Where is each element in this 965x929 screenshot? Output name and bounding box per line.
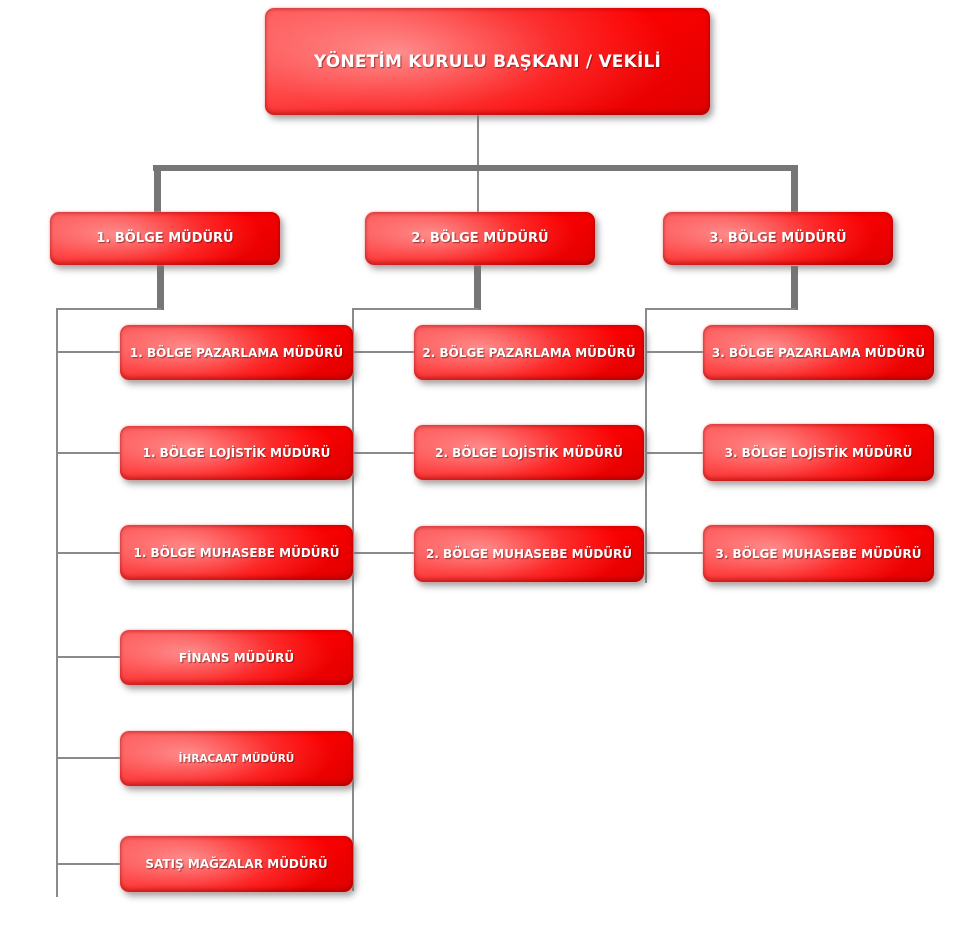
org-node-finance-manager: FİNANS MÜDÜRÜ <box>120 630 353 685</box>
org-node-label: İHRACAAT MÜDÜRÜ <box>178 752 295 765</box>
org-node-label: 2. BÖLGE MÜDÜRÜ <box>411 231 549 246</box>
connector-region3-spine <box>645 308 647 583</box>
connector-region2-stub-2 <box>353 452 414 454</box>
org-node-region2-manager: 2. BÖLGE MÜDÜRÜ <box>365 212 595 265</box>
org-node-label: 1. BÖLGE MUHASEBE MÜDÜRÜ <box>133 545 340 560</box>
org-node-region1-accounting-manager: 1. BÖLGE MUHASEBE MÜDÜRÜ <box>120 525 353 580</box>
connector-root-drop <box>477 115 479 212</box>
org-node-label: YÖNETİM KURULU BAŞKANI / VEKİLİ <box>313 51 662 72</box>
org-node-region3-logistics-manager: 3. BÖLGE LOJİSTİK MÜDÜRÜ <box>703 424 934 481</box>
connector-region1-riser <box>154 165 161 212</box>
org-node-label: 3. BÖLGE MUHASEBE MÜDÜRÜ <box>715 546 922 561</box>
connector-region2-stub-1 <box>353 351 414 353</box>
org-node-label: 1. BÖLGE PAZARLAMA MÜDÜRÜ <box>129 345 344 360</box>
connector-region1-stub-5 <box>57 757 120 759</box>
org-node-region1-manager: 1. BÖLGE MÜDÜRÜ <box>50 212 280 265</box>
org-node-region1-logistics-manager: 1. BÖLGE LOJİSTİK MÜDÜRÜ <box>120 426 353 480</box>
connector-region2-stub-3 <box>353 552 414 554</box>
connector-region1-stub-1 <box>57 351 120 353</box>
org-node-region2-accounting-manager: 2. BÖLGE MUHASEBE MÜDÜRÜ <box>414 526 644 582</box>
connector-region1-stub-4 <box>57 656 120 658</box>
org-node-export-manager: İHRACAAT MÜDÜRÜ <box>120 731 353 786</box>
org-node-region3-manager: 3. BÖLGE MÜDÜRÜ <box>663 212 893 265</box>
org-node-label: FİNANS MÜDÜRÜ <box>178 650 295 665</box>
connector-region1-drop <box>157 265 164 310</box>
connector-region3-stub-2 <box>646 452 703 454</box>
org-node-region2-logistics-manager: 2. BÖLGE LOJİSTİK MÜDÜRÜ <box>414 425 644 480</box>
org-node-label: 2. BÖLGE LOJİSTİK MÜDÜRÜ <box>435 445 623 460</box>
org-node-label: 1. BÖLGE MÜDÜRÜ <box>96 231 234 246</box>
org-node-label: 2. BÖLGE MUHASEBE MÜDÜRÜ <box>425 547 633 561</box>
org-node-label: 2. BÖLGE PAZARLAMA MÜDÜRÜ <box>422 345 636 360</box>
org-node-label: 3. BÖLGE LOJİSTİK MÜDÜRÜ <box>724 445 913 460</box>
org-node-retail-stores-manager: SATIŞ MAĞZALAR MÜDÜRÜ <box>120 836 353 892</box>
connector-region1-elbow <box>56 308 161 310</box>
org-node-label: SATIŞ MAĞZALAR MÜDÜRÜ <box>145 857 328 871</box>
org-node-label: 3. BÖLGE PAZARLAMA MÜDÜRÜ <box>711 345 926 360</box>
org-node-region2-marketing-manager: 2. BÖLGE PAZARLAMA MÜDÜRÜ <box>414 325 644 380</box>
connector-level2-bus <box>153 165 798 171</box>
connector-region3-riser <box>791 165 798 212</box>
connector-region2-elbow <box>352 308 479 310</box>
org-node-label: 1. BÖLGE LOJİSTİK MÜDÜRÜ <box>142 446 331 460</box>
connector-region2-spine <box>352 308 354 891</box>
org-node-region1-marketing-manager: 1. BÖLGE PAZARLAMA MÜDÜRÜ <box>120 325 353 380</box>
connector-region1-stub-2 <box>57 452 120 454</box>
connector-region1-stub-3 <box>57 552 120 554</box>
connector-region3-stub-3 <box>646 552 703 554</box>
org-node-chairman: YÖNETİM KURULU BAŞKANI / VEKİLİ <box>265 8 710 115</box>
org-node-region3-accounting-manager: 3. BÖLGE MUHASEBE MÜDÜRÜ <box>703 525 934 582</box>
connector-region3-drop <box>791 266 798 310</box>
connector-region2-drop <box>474 265 481 310</box>
connector-region3-elbow <box>645 308 796 310</box>
org-node-region3-marketing-manager: 3. BÖLGE PAZARLAMA MÜDÜRÜ <box>703 325 934 380</box>
org-node-label: 3. BÖLGE MÜDÜRÜ <box>709 231 847 246</box>
connector-region1-stub-6 <box>57 863 120 865</box>
connector-region3-stub-1 <box>646 351 703 353</box>
connector-region1-spine <box>56 308 58 897</box>
